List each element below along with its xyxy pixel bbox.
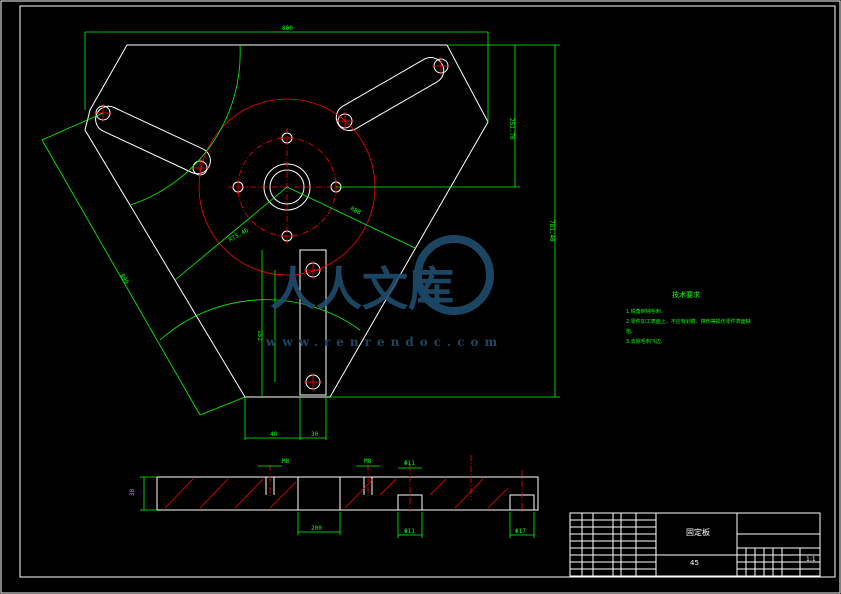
watermark-url: www.renrendoc.com: [265, 335, 503, 349]
watermark-logo-ring: [414, 235, 494, 315]
tech-requirements: 技术要求 1.锐角倒钝毛刺. 2.零件加工表面上，不应有划痕、擦伤等损伤零件表面…: [626, 290, 751, 345]
inner-border: [19, 5, 836, 578]
tech-requirement-2: 2.零件加工表面上，不应有划痕、擦伤等损伤零件表面缺: [626, 318, 751, 325]
bottom-slot: [299, 249, 327, 396]
section-outline: [156, 476, 539, 511]
svg-text:Φ17: Φ17: [515, 528, 526, 535]
section-view: 30 200 Φ11 Φ17 M8 M8 Φ11: [129, 455, 539, 538]
watermark-text: 人人文库: [270, 262, 454, 316]
right-slot: [335, 57, 445, 131]
svg-text:M8: M8: [282, 458, 290, 465]
plate-outline: [84, 44, 489, 398]
svg-text:40: 40: [270, 431, 278, 438]
svg-text:152: 152: [256, 330, 263, 341]
tech-requirement-3: 3.去除毛刺飞边.: [626, 338, 663, 345]
top-view: 800 251.76 781.40 800 R75.46 R88 152 40 …: [41, 25, 560, 440]
tech-requirement-1: 1.锐角倒钝毛刺.: [626, 308, 663, 315]
svg-text:R88: R88: [349, 205, 362, 216]
watermark: 人人文库 www.renrendoc.com: [265, 235, 503, 349]
svg-text:M8: M8: [364, 458, 372, 465]
svg-text:Φ11: Φ11: [404, 528, 415, 535]
svg-text:781.40: 781.40: [548, 220, 555, 242]
svg-text:30: 30: [311, 431, 319, 438]
svg-text:R75.46: R75.46: [228, 227, 251, 244]
drawing-name: 固定板: [686, 527, 710, 537]
svg-text:251.76: 251.76: [508, 118, 515, 140]
svg-text:800: 800: [282, 25, 293, 32]
svg-text:Φ11: Φ11: [404, 460, 415, 467]
title-block: 固定板 45 1:1: [569, 512, 821, 577]
svg-text:800: 800: [118, 273, 130, 286]
svg-text:30: 30: [129, 488, 136, 496]
tech-requirement-2-cont: 陷.: [626, 328, 633, 335]
tech-requirements-title: 技术要求: [672, 290, 700, 299]
material: 45: [690, 559, 699, 567]
left-slot: [95, 105, 211, 175]
scale: 1:1: [806, 556, 816, 563]
svg-text:200: 200: [311, 525, 322, 532]
